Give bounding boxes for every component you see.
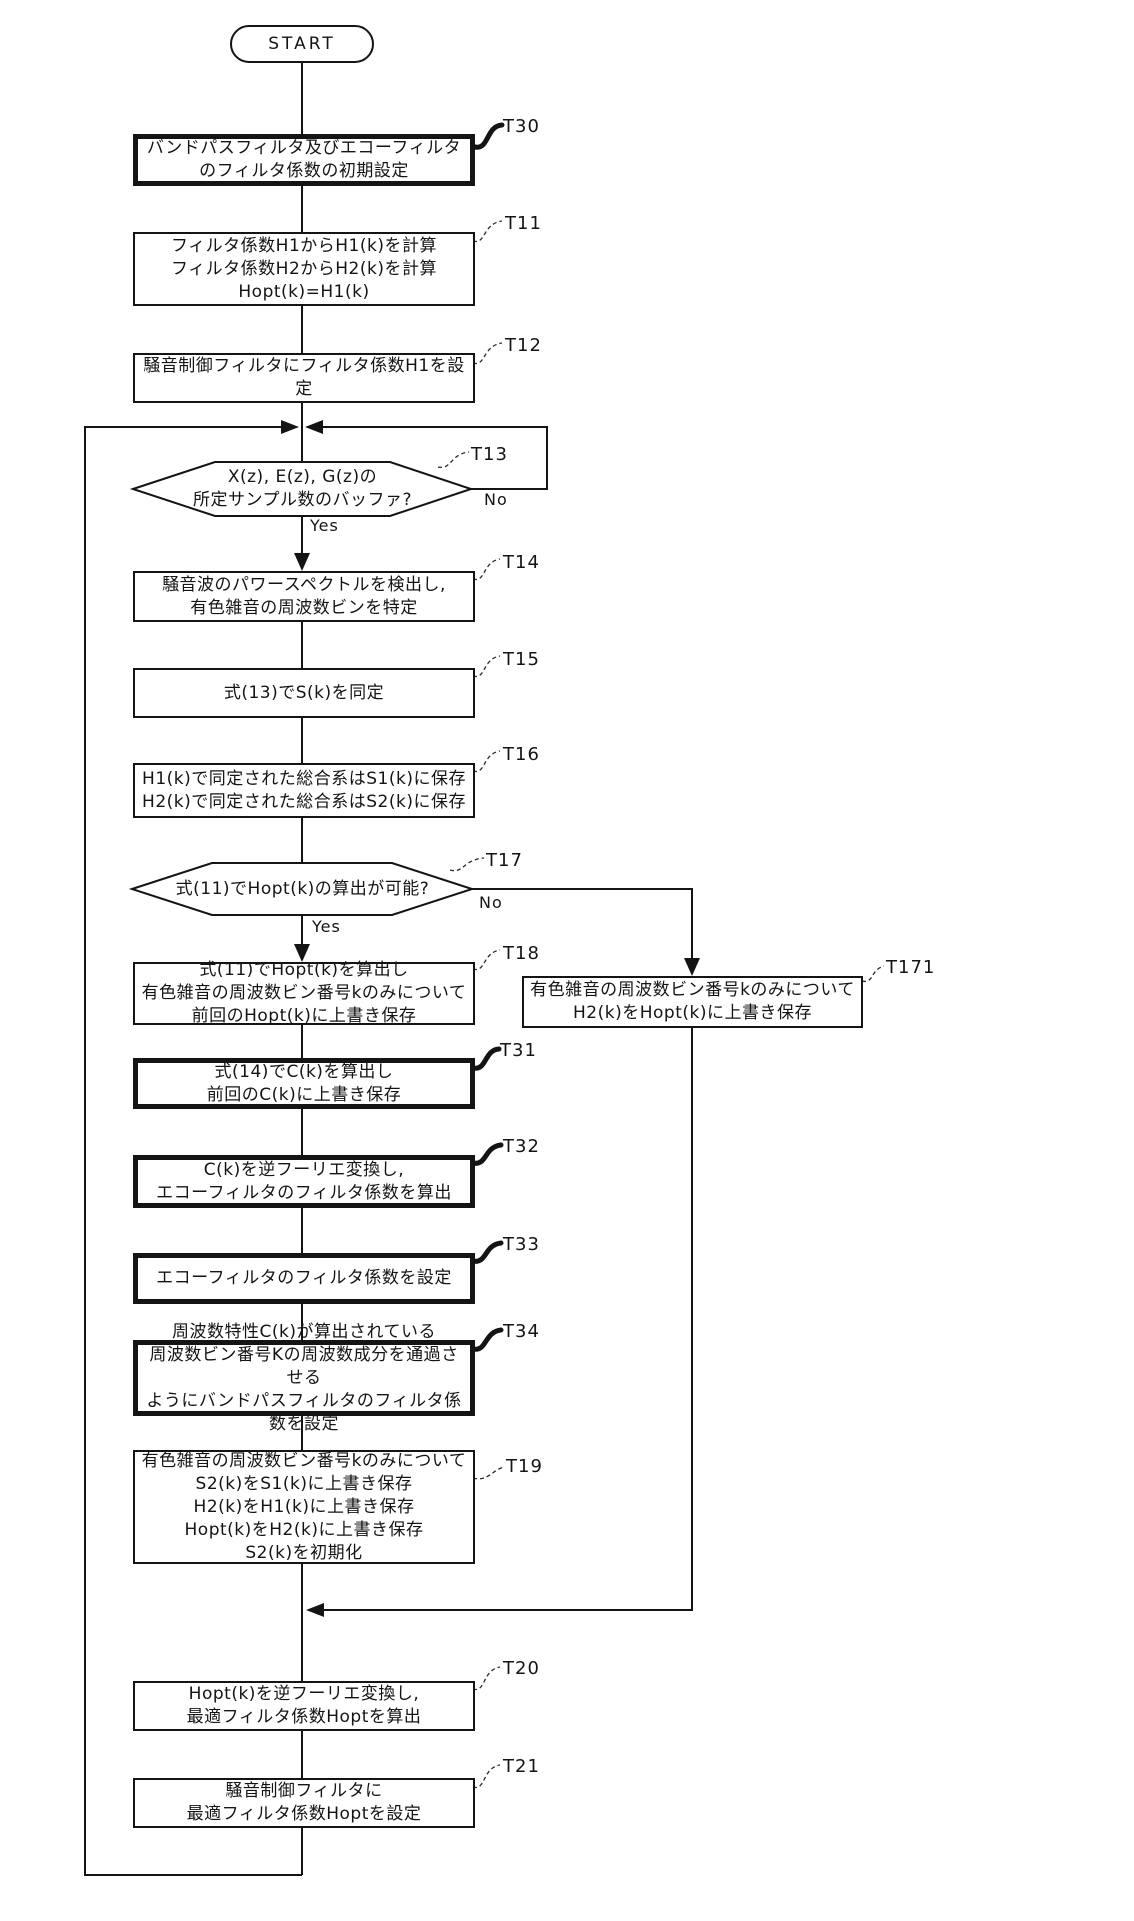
label-t20: T20 [503, 1658, 540, 1679]
label-t15: T15 [503, 649, 540, 670]
node-t14: 騒音波のパワースペクトルを検出し, 有色雑音の周波数ビンを特定 [133, 571, 475, 622]
node-t33: エコーフィルタのフィルタ係数を設定 [133, 1253, 475, 1304]
label-t32: T32 [503, 1136, 540, 1157]
node-t21: 騒音制御フィルタに 最適フィルタ係数Hoptを設定 [133, 1778, 475, 1828]
arrowhead-into-t14-icon [294, 553, 310, 571]
node-t30: バンドパスフィルタ及びエコーフィルタ のフィルタ係数の初期設定 [133, 134, 475, 186]
node-t11: フィルタ係数H1からH1(k)を計算 フィルタ係数H2からH2(k)を計算 Ho… [133, 232, 475, 306]
label-t34: T34 [503, 1321, 540, 1342]
return-loop-line [85, 427, 302, 1875]
label-t21: T21 [503, 1756, 540, 1777]
node-t19: 有色雑音の周波数ビン番号kのみについて S2(k)をS1(k)に上書き保存 H2… [133, 1450, 475, 1564]
label-t12: T12 [505, 335, 542, 356]
bold-label-leader-lines [473, 125, 502, 1349]
node-t12: 騒音制御フィルタにフィルタ係数H1を設定 [133, 353, 475, 403]
node-start: START [230, 25, 374, 63]
node-t15: 式(13)でS(k)を同定 [133, 668, 475, 718]
label-t13: T13 [471, 444, 508, 465]
arrowhead-junction-left-icon [281, 420, 299, 434]
label-t30: T30 [503, 116, 540, 137]
label-t31: T31 [500, 1040, 537, 1061]
node-t31: 式(14)でC(k)を算出し 前回のC(k)に上書き保存 [133, 1058, 475, 1109]
node-t13-decision: X(z), E(z), G(z)の 所定サンプル数のバッファ? [160, 462, 445, 516]
t17-yes-label: Yes [312, 917, 341, 936]
node-t34: 周波数特性C(k)が算出されている 周波数ビン番号Kの周波数成分を通過させる よ… [133, 1340, 475, 1416]
arrowhead-junction-right-icon [305, 420, 323, 434]
node-t16: H1(k)で同定された総合系はS1(k)に保存 H2(k)で同定された総合系はS… [133, 763, 475, 818]
node-t17-decision: 式(11)でHopt(k)の算出が可能? [160, 863, 445, 915]
arrowhead-merge-lower-icon [306, 1603, 324, 1617]
node-t18: 式(11)でHopt(k)を算出し 有色雑音の周波数ビン番号kのみについて 前回… [133, 962, 475, 1025]
label-t16: T16 [503, 744, 540, 765]
label-t11: T11 [505, 213, 542, 234]
start-label: START [268, 33, 335, 56]
label-t171: T171 [886, 957, 935, 978]
node-t171: 有色雑音の周波数ビン番号kのみについて H2(k)をHopt(k)に上書き保存 [522, 976, 863, 1028]
label-t18: T18 [503, 943, 540, 964]
t13-no-label: No [484, 490, 508, 509]
arrowhead-into-t171-icon [684, 958, 700, 976]
node-t20: Hopt(k)を逆フーリエ変換し, 最適フィルタ係数Hoptを算出 [133, 1681, 475, 1731]
node-t32: C(k)を逆フーリエ変換し, エコーフィルタのフィルタ係数を算出 [133, 1155, 475, 1208]
label-t17: T17 [486, 850, 523, 871]
label-t19: T19 [506, 1456, 543, 1477]
label-t33: T33 [503, 1234, 540, 1255]
label-t14: T14 [503, 552, 540, 573]
t13-yes-label: Yes [310, 516, 339, 535]
t17-no-label: No [479, 893, 503, 912]
